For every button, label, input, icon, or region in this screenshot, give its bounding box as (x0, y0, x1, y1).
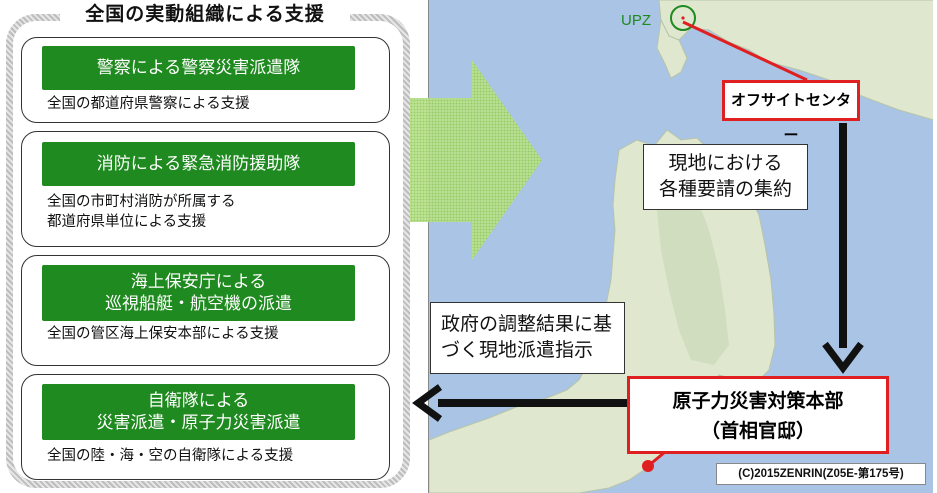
unit-sdf-label-line-2: 災害派遣・原子力災害派遣 (96, 413, 301, 433)
upz-label: UPZ (621, 12, 651, 29)
local-requests-line-2: 各種要請の集約 (658, 178, 792, 200)
unit-fire-label: 消防による緊急消防援助隊 (42, 142, 355, 186)
unit-fire-desc-line-1: 全国の市町村消防が所属する (47, 194, 236, 210)
unit-fire-desc: 全国の市町村消防が所属する 都道府県単位による支援 (47, 192, 236, 232)
support-units-title: 全国の実動組織による支援 (60, 0, 350, 28)
hq-line-2: （首相官邸） (700, 420, 815, 442)
upz-circle (670, 5, 696, 31)
unit-police-desc: 全国の都道府県警察による支援 (47, 94, 250, 114)
upz-center-dot (681, 16, 685, 20)
land-mountains (657, 175, 729, 365)
unit-police: 警察による警察災害派遣隊 全国の都道府県警察による支援 (21, 37, 390, 123)
unit-fire-label-line-1: 消防による緊急消防援助隊 (96, 154, 301, 174)
land-oshima (656, 18, 688, 79)
nuclear-disaster-hq-box: 原子力災害対策本部 （首相官邸） (627, 376, 889, 454)
offsite-center-box: オフサイトセンター (722, 80, 860, 144)
unit-fire: 消防による緊急消防援助隊 全国の市町村消防が所属する 都道府県単位による支援 (21, 131, 390, 247)
unit-sdf-label-line-1: 自衛隊による (147, 391, 250, 411)
local-requests-note: 現地における 各種要請の集約 (643, 144, 808, 210)
unit-coast-guard-label-line-1: 海上保安庁による (130, 272, 267, 292)
unit-coast-guard-desc: 全国の管区海上保安本部による支援 (47, 324, 279, 344)
unit-police-label: 警察による警察災害派遣隊 (42, 46, 355, 90)
unit-fire-desc-line-2: 都道府県単位による支援 (47, 214, 207, 230)
arrow-offsite-to-hq-head (822, 341, 864, 374)
unit-police-desc-line-1: 全国の都道府県警察による支援 (47, 96, 250, 112)
unit-coast-guard: 海上保安庁による 巡視船艇・航空機の派遣 全国の管区海上保安本部による支援 (21, 255, 390, 366)
offsite-connector (682, 20, 808, 82)
big-green-arrow (410, 60, 542, 260)
hq-marker-connector (647, 450, 666, 468)
local-requests-line-1: 現地における (668, 152, 783, 174)
govt-instruction-line-2: づく現地派遣指示 (441, 339, 594, 361)
unit-coast-guard-label-line-2: 巡視船艇・航空機の派遣 (105, 294, 292, 314)
govt-instruction-line-1: 政府の調整結果に基 (441, 313, 613, 335)
unit-coast-guard-desc-line-1: 全国の管区海上保安本部による支援 (47, 326, 279, 342)
unit-police-label-line-1: 警察による警察災害派遣隊 (96, 58, 301, 78)
govt-instruction-note: 政府の調整結果に基 づく現地派遣指示 (430, 302, 625, 374)
unit-coast-guard-label: 海上保安庁による 巡視船艇・航空機の派遣 (42, 265, 355, 321)
map-copyright: (C)2015ZENRIN(Z05E-第175号) (716, 463, 926, 485)
arrow-hq-to-sdf-head (412, 384, 443, 422)
unit-sdf: 自衛隊による 災害派遣・原子力災害派遣 全国の陸・海・空の自衛隊による支援 (21, 374, 390, 480)
arrow-hq-to-sdf (412, 384, 632, 422)
unit-sdf-desc-line-1: 全国の陸・海・空の自衛隊による支援 (47, 448, 294, 464)
unit-sdf-label: 自衛隊による 災害派遣・原子力災害派遣 (42, 384, 355, 440)
hq-line-1: 原子力災害対策本部 (672, 390, 844, 412)
unit-sdf-desc: 全国の陸・海・空の自衛隊による支援 (47, 446, 293, 466)
